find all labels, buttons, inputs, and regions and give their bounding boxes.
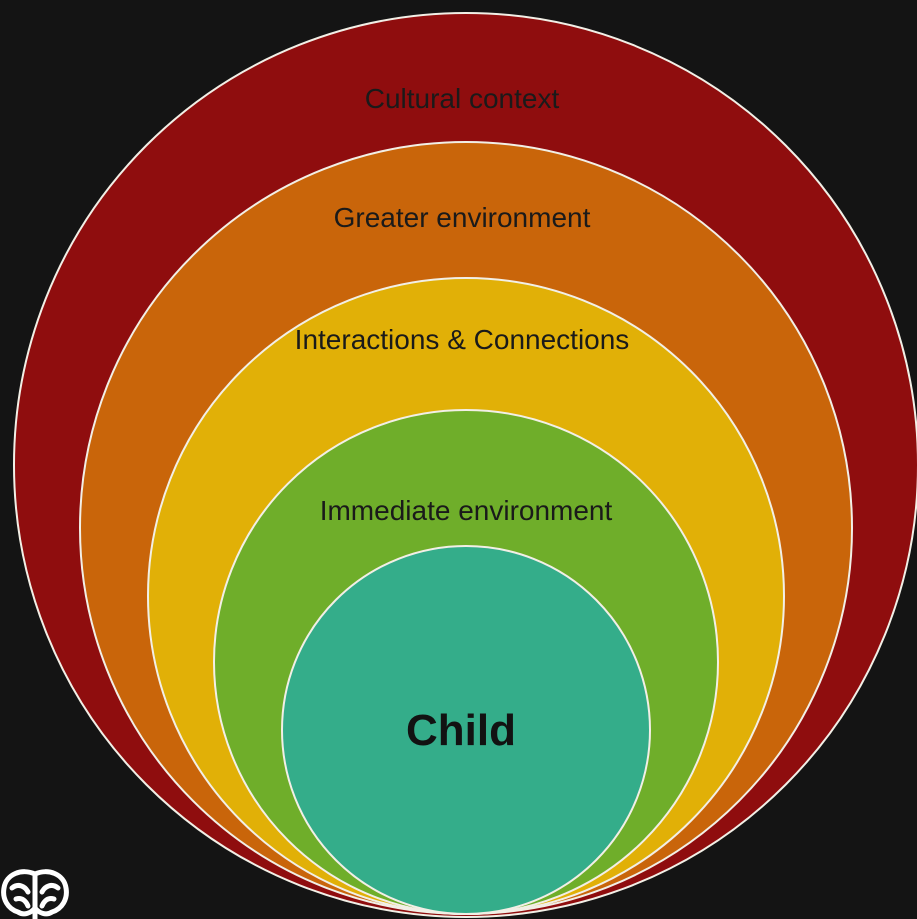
ring-label-cultural-context: Cultural context — [365, 83, 560, 114]
center-label-child: Child — [406, 706, 516, 755]
ring-label-greater-environment: Greater environment — [334, 202, 591, 233]
brain-logo-icon — [1, 869, 69, 919]
center-circle-child — [281, 545, 651, 915]
ring-label-interactions-connections: Interactions & Connections — [295, 324, 630, 355]
ring-label-immediate-environment: Immediate environment — [320, 495, 613, 526]
